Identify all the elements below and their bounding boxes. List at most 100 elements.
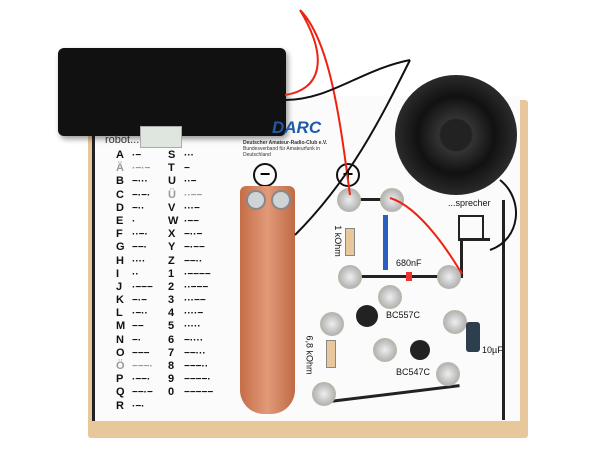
morse-code: ···· bbox=[132, 255, 146, 267]
morse-letter: 9 bbox=[168, 373, 175, 386]
nut bbox=[271, 190, 291, 210]
morse-row: 0−−−−− bbox=[168, 386, 213, 399]
morse-code: −−− bbox=[132, 347, 150, 359]
morse-row: O −−− bbox=[116, 347, 153, 360]
morse-code: ·−·− bbox=[132, 163, 151, 175]
morse-code: ··· bbox=[184, 150, 194, 161]
transistor-bc547c bbox=[410, 340, 430, 360]
solder-pad bbox=[338, 265, 362, 289]
morse-row: K−·− bbox=[116, 294, 153, 307]
morse-code: −−· bbox=[132, 242, 148, 254]
morse-row: D−·· bbox=[116, 202, 153, 215]
morse-row: 9 −−−−· bbox=[168, 373, 213, 386]
morse-code: −·−· bbox=[132, 189, 151, 201]
morse-letter: 0 bbox=[168, 386, 175, 399]
board-edge-line bbox=[502, 200, 505, 420]
morse-table-left: A·−Ä·−·−B−···C−·−·D−··E·F··−·G−−·H····I·… bbox=[116, 149, 153, 413]
morse-letter: 5 bbox=[168, 320, 175, 333]
morse-row: 2··−−− bbox=[168, 281, 213, 294]
morse-letter: O bbox=[116, 346, 125, 359]
q1-label: BC557C bbox=[386, 310, 421, 320]
morse-code: −·− bbox=[132, 295, 148, 307]
morse-row: J·−−− bbox=[116, 281, 153, 294]
morse-letter: R bbox=[116, 399, 124, 412]
speaker-label: ...sprecher bbox=[448, 198, 491, 208]
morse-letter: G bbox=[116, 241, 125, 254]
morse-row: Ü ··−− bbox=[168, 189, 213, 202]
morse-row: Ö−−−· bbox=[116, 360, 153, 373]
battery-clip bbox=[140, 126, 182, 148]
solder-pad bbox=[320, 312, 344, 336]
morse-letter: 8 bbox=[168, 360, 175, 372]
morse-code: ···−− bbox=[184, 295, 206, 307]
morse-letter: E bbox=[116, 214, 124, 227]
morse-row: L·−·· bbox=[116, 307, 153, 320]
red-wire bbox=[284, 9, 463, 274]
morse-row: Z−−·· bbox=[168, 255, 213, 268]
solder-pad bbox=[443, 310, 467, 334]
morse-row: G −−· bbox=[116, 241, 153, 254]
morse-row: 3 ···−− bbox=[168, 294, 213, 307]
trace bbox=[349, 275, 461, 278]
morse-code: −·· bbox=[132, 202, 145, 214]
morse-letter: S bbox=[168, 149, 176, 161]
morse-row: M−− bbox=[116, 320, 153, 333]
morse-row: P·−−· bbox=[116, 373, 153, 386]
morse-letter: N bbox=[116, 333, 124, 346]
solder-pad bbox=[437, 265, 461, 289]
solder-pad bbox=[378, 285, 402, 309]
morse-letter: P bbox=[116, 373, 124, 386]
morse-row: 4····− bbox=[168, 307, 213, 320]
morse-row: I·· bbox=[116, 268, 153, 281]
morse-code: −−−−· bbox=[184, 374, 211, 386]
electrolytic-capacitor bbox=[466, 322, 480, 352]
morse-letter: W bbox=[168, 214, 179, 227]
morse-code: −··− bbox=[184, 229, 203, 241]
resistor-6k8 bbox=[326, 340, 336, 368]
morse-code: ··−−− bbox=[184, 281, 209, 293]
morse-code: ·· bbox=[132, 268, 139, 280]
morse-code: −−·− bbox=[132, 387, 153, 399]
nut bbox=[246, 190, 266, 210]
morse-code: ··−− bbox=[184, 189, 203, 201]
blue-wire bbox=[383, 215, 388, 270]
morse-letter: Ü bbox=[168, 188, 176, 201]
club-name: Deutscher Amateur-Radio-Club e.V.Bundesv… bbox=[243, 140, 333, 158]
battery-box bbox=[58, 48, 286, 136]
morse-letter: 4 bbox=[168, 307, 175, 320]
darc-logo: DARC bbox=[272, 118, 322, 137]
morse-row: Ä·−·− bbox=[116, 162, 153, 175]
transistor-bc557c bbox=[356, 305, 378, 327]
morse-letter: V bbox=[168, 201, 176, 214]
morse-row: 5 ····· bbox=[168, 320, 213, 333]
morse-row: 8−−−·· bbox=[168, 360, 213, 373]
morse-code: −···· bbox=[184, 334, 204, 346]
morse-letter: 1 bbox=[168, 267, 175, 280]
morse-letter: Y bbox=[168, 241, 176, 254]
morse-row: F··−· bbox=[116, 228, 153, 241]
morse-row: Q−−·− bbox=[116, 386, 153, 399]
morse-letter: L bbox=[116, 307, 123, 320]
solder-pad bbox=[380, 188, 404, 212]
morse-letter: B bbox=[116, 175, 124, 188]
club-name-sub: Bundesverband für Amateurfunk in Deutsch… bbox=[243, 146, 320, 158]
morse-code: ·−−− bbox=[132, 281, 153, 293]
morse-letter: 3 bbox=[168, 294, 175, 307]
morse-code: ·−− bbox=[184, 215, 200, 227]
morse-code: ····· bbox=[184, 321, 201, 333]
morse-row: H···· bbox=[116, 255, 153, 268]
c1-label: 680nF bbox=[396, 258, 422, 268]
morse-code: −−−· bbox=[132, 361, 153, 372]
morse-row: B−··· bbox=[116, 175, 153, 188]
speaker-symbol-icon bbox=[458, 215, 484, 241]
morse-key-copper-strip[interactable] bbox=[240, 186, 295, 414]
morse-row: 7−−··· bbox=[168, 347, 213, 360]
morse-letter: Z bbox=[168, 254, 175, 267]
capacitor-680nf bbox=[406, 272, 412, 281]
morse-code: ··− bbox=[184, 176, 197, 188]
resistor-1k bbox=[345, 228, 355, 256]
morse-row: R·−· bbox=[116, 400, 153, 413]
morse-row: W ·−− bbox=[168, 215, 213, 228]
morse-row: U··− bbox=[168, 175, 213, 188]
solder-pad bbox=[312, 382, 336, 406]
